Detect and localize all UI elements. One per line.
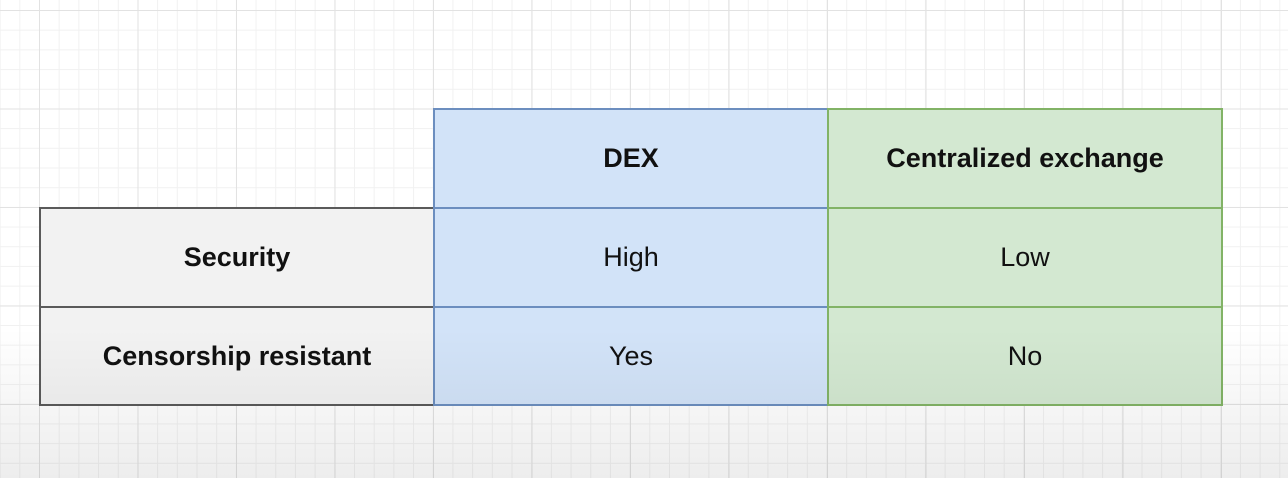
column-header-dex: DEX — [433, 108, 829, 209]
cell-censorship-resistant-dex: Yes — [433, 306, 829, 406]
cell-security-dex: High — [433, 207, 829, 308]
cell-censorship-resistant-centralized-exchange: No — [827, 306, 1223, 406]
row-header-security: Security — [39, 207, 435, 308]
row-header-censorship-resistant: Censorship resistant — [39, 306, 435, 406]
column-header-centralized-exchange: Centralized exchange — [827, 108, 1223, 209]
cell-security-centralized-exchange: Low — [827, 207, 1223, 308]
